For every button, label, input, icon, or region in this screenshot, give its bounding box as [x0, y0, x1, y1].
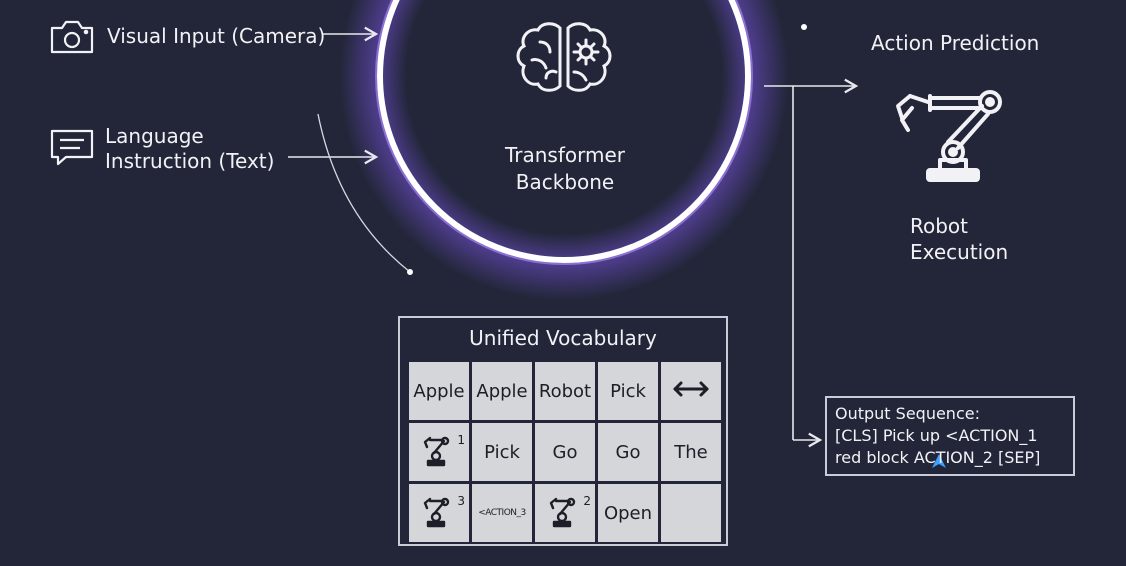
- transformer-title-line2: Backbone: [515, 170, 615, 194]
- transformer-circle: [377, 0, 751, 263]
- vocab-cell: [661, 484, 721, 542]
- robot-arm-icon: [422, 433, 456, 472]
- output-sequence-panel: Output Sequence: [CLS] Pick up <ACTION_1…: [825, 396, 1075, 476]
- vocab-cell-text: Open: [603, 502, 653, 524]
- output-sequence-title: Output Sequence:: [835, 404, 980, 423]
- robot-execution-line1: Robot: [910, 214, 969, 238]
- vocab-cell: [661, 362, 721, 420]
- cursor-icon: [932, 454, 946, 468]
- vocab-cell-index: 3: [457, 494, 465, 508]
- action-prediction-label: Action Prediction: [871, 31, 1040, 55]
- language-label-line1: Language: [105, 124, 204, 148]
- visual-input-label: Visual Input (Camera): [107, 24, 326, 48]
- vocab-cell: Apple: [472, 362, 532, 420]
- vocab-cell: <ACTION_3: [472, 484, 532, 542]
- vocab-cell-text: Pick: [484, 441, 520, 463]
- decor-star: [801, 24, 807, 30]
- output-sequence-line2: red block ACTION_2 [SEP]: [835, 448, 1041, 467]
- vocab-cell-text: Go: [615, 441, 641, 463]
- vocab-cell-text: Go: [552, 441, 578, 463]
- vocab-cell: Apple: [409, 362, 469, 420]
- vocab-cell: Go: [535, 423, 595, 481]
- vocab-cell: Open: [598, 484, 658, 542]
- vocabulary-title: Unified Vocabulary: [469, 326, 657, 350]
- vocab-cell-index: 1: [457, 433, 465, 447]
- vocab-cell: Pick: [598, 362, 658, 420]
- vocab-cell: Robot: [535, 362, 595, 420]
- vocab-cell: 2: [535, 484, 595, 542]
- decor-dot: [407, 269, 413, 275]
- double-arrow-icon: [671, 379, 711, 404]
- vocab-cell-text: Apple: [476, 380, 528, 402]
- robot-arm-icon: [422, 494, 456, 533]
- decor-curve: [317, 113, 411, 273]
- vocab-cell: 1: [409, 423, 469, 481]
- robot-arm-icon: [896, 90, 1002, 182]
- vocab-cell-index: 2: [583, 494, 591, 508]
- vocab-cell-text: The: [674, 441, 708, 463]
- vocab-cell-text: Pick: [610, 380, 646, 402]
- vocab-cell: The: [661, 423, 721, 481]
- brain-gear-icon: [516, 22, 612, 92]
- robot-execution-line2: Execution: [910, 240, 1009, 264]
- chat-bubble-icon: [50, 129, 94, 166]
- vocab-cell-text: <ACTION_3: [478, 508, 526, 518]
- vocab-cell-text: Apple: [413, 380, 465, 402]
- vocab-cell-text: Robot: [538, 380, 592, 402]
- output-sequence-line1: [CLS] Pick up <ACTION_1: [835, 426, 1038, 445]
- vocab-cell: 3: [409, 484, 469, 542]
- robot-arm-icon: [548, 494, 582, 533]
- language-label-line2: Instruction (Text): [105, 149, 275, 173]
- camera-icon: [50, 20, 94, 54]
- transformer-title-line1: Transformer: [504, 143, 625, 167]
- vocab-cell: Pick: [472, 423, 532, 481]
- vocab-cell: Go: [598, 423, 658, 481]
